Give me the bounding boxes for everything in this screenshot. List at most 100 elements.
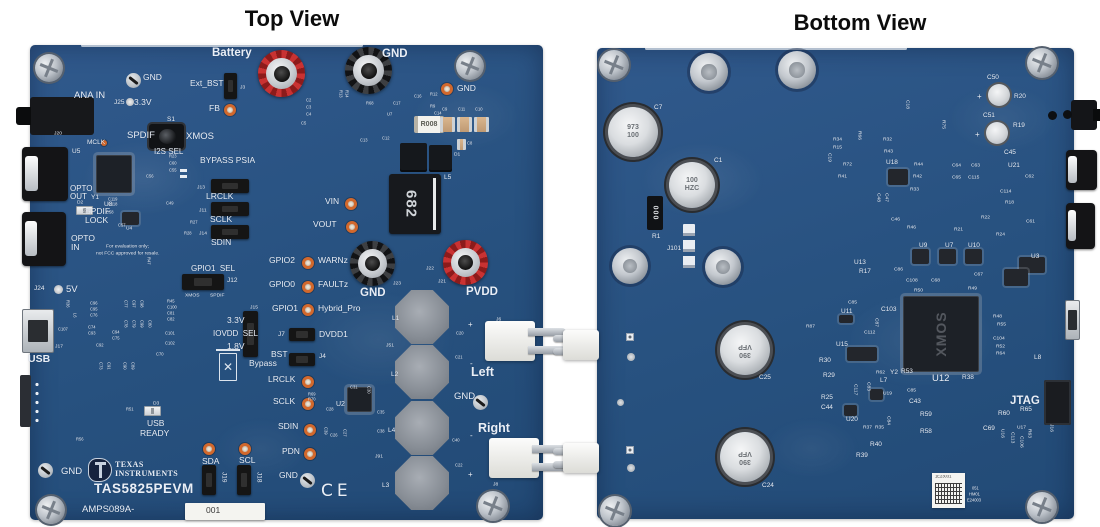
label-u10: U10 (968, 242, 980, 249)
label-c78: C78 (123, 320, 128, 328)
label-c44: C44 (821, 404, 833, 411)
screw-top-left (35, 54, 63, 82)
label-right: Right (478, 421, 510, 435)
label-gnd: GND (279, 470, 298, 480)
jack-mount (778, 51, 816, 89)
label-c17: C17 (393, 102, 401, 107)
label-jtag: JTAG (1010, 395, 1040, 407)
label-l6: L6 (72, 313, 77, 318)
bottom-view-title: Bottom View (793, 10, 927, 35)
label-l2: L2 (391, 371, 399, 378)
jumper-j15 (243, 311, 258, 357)
label-c119: C119 (108, 198, 118, 203)
label-j25: J25 (114, 99, 125, 106)
label-r17: R17 (859, 268, 871, 275)
mount-pad (626, 446, 634, 454)
label-l7: L7 (880, 377, 888, 384)
label-c81: C81 (167, 312, 175, 317)
label-r87: R87 (806, 324, 816, 329)
label-instruments: INSTRUMENTS (115, 469, 179, 478)
label-j7: J7 (278, 331, 285, 338)
label-c64: C64 (952, 163, 962, 168)
label-gnd: GND (143, 72, 162, 82)
label-not-fcc-approved-for-resale: not FCC approved for resale. (96, 251, 160, 256)
label-j101: J101 (667, 245, 682, 252)
label-c80: C80 (147, 320, 152, 328)
label-r24: R24 (996, 232, 1006, 237)
power-fet (400, 143, 427, 170)
label-lock: LOCK (85, 215, 109, 225)
label-j8: J8 (493, 482, 499, 487)
label-c4: C4 (306, 113, 312, 118)
tp-gpio0 (302, 281, 314, 293)
label-c96: C96 (90, 302, 98, 307)
label-gpio1-sel: GPIO1 SEL (191, 264, 236, 273)
jumper-j7 (289, 328, 315, 341)
label-r59: R59 (920, 411, 932, 418)
label-c87: C87 (874, 318, 879, 328)
label-1-8v: 1.8V (227, 341, 245, 351)
label-c114: C114 (1000, 189, 1012, 194)
label-usb: USB (28, 353, 51, 365)
label-r40: R40 (870, 441, 882, 448)
label-c60: C60 (169, 162, 177, 167)
label-c11: C11 (458, 108, 466, 113)
label-r70: R70 (308, 398, 316, 403)
label-j22: J22 (426, 266, 434, 271)
chip-u9 (912, 249, 929, 264)
label-c26: C26 (330, 434, 338, 439)
label-c116: C116 (82, 209, 92, 214)
aux-jack-back (1071, 100, 1100, 130)
label-usb: USB (147, 418, 165, 428)
label-j17: J17 (55, 344, 63, 349)
speaker-connector-back-1 (563, 330, 599, 360)
label-u3: U3 (1031, 253, 1040, 260)
shunt-r008-marking: R008 (420, 121, 438, 128)
inductor-l2 (395, 345, 449, 399)
label-c84: C84 (886, 416, 891, 426)
label-lrclk: LRCLK (268, 374, 296, 384)
cap-c8 (457, 139, 466, 150)
label-c115: C115 (968, 175, 980, 180)
resistor-r1: 000 (647, 196, 663, 230)
label-c31: C31 (350, 386, 358, 391)
label-opto: OPTO (70, 184, 93, 193)
label-r50: R50 (914, 288, 924, 293)
screw-top-right (456, 52, 484, 80)
label-c73: C73 (98, 362, 103, 370)
label-l5: L5 (444, 174, 452, 181)
label-d1: D1 (454, 152, 461, 157)
label-c77: C77 (123, 300, 128, 308)
mount-hole (617, 399, 624, 406)
label-j18: J18 (255, 472, 263, 483)
tp-sdin (304, 424, 316, 436)
label-opto: OPTO (71, 233, 95, 243)
label-c30: C30 (366, 386, 371, 394)
usb-connector (22, 309, 54, 353)
label-j23: J23 (393, 281, 401, 286)
label-gnd: GND (454, 391, 476, 402)
chip-u7 (939, 249, 956, 264)
label-r52: R52 (996, 344, 1006, 349)
label-tas5825pevm: TAS5825PEVM (94, 481, 194, 496)
jumper-j3 (224, 73, 237, 99)
label-in: IN (71, 242, 80, 252)
label-r72: R72 (843, 162, 853, 167)
label-j24: J24 (34, 285, 45, 292)
label-c3: C3 (306, 106, 312, 111)
label-d2: D2 (77, 200, 84, 205)
label-ana-in: ANA IN (74, 90, 106, 101)
label-c86: C86 (894, 267, 904, 272)
label-j51: J51 (386, 343, 394, 348)
label-pvdd: PVDD (466, 286, 498, 298)
cap-c25: 390 VFP (720, 325, 770, 375)
label-c61: C61 (1026, 219, 1036, 224)
chip-u2 (347, 387, 372, 412)
label-c107: C107 (58, 328, 68, 333)
label-c101: C101 (165, 332, 175, 337)
label-y1: Y1 (91, 194, 99, 201)
label-r21: R21 (954, 227, 964, 232)
label-u7: U7 (945, 242, 954, 249)
label-c103: C103 (881, 306, 897, 313)
label-xmos: XMOS (186, 131, 214, 142)
